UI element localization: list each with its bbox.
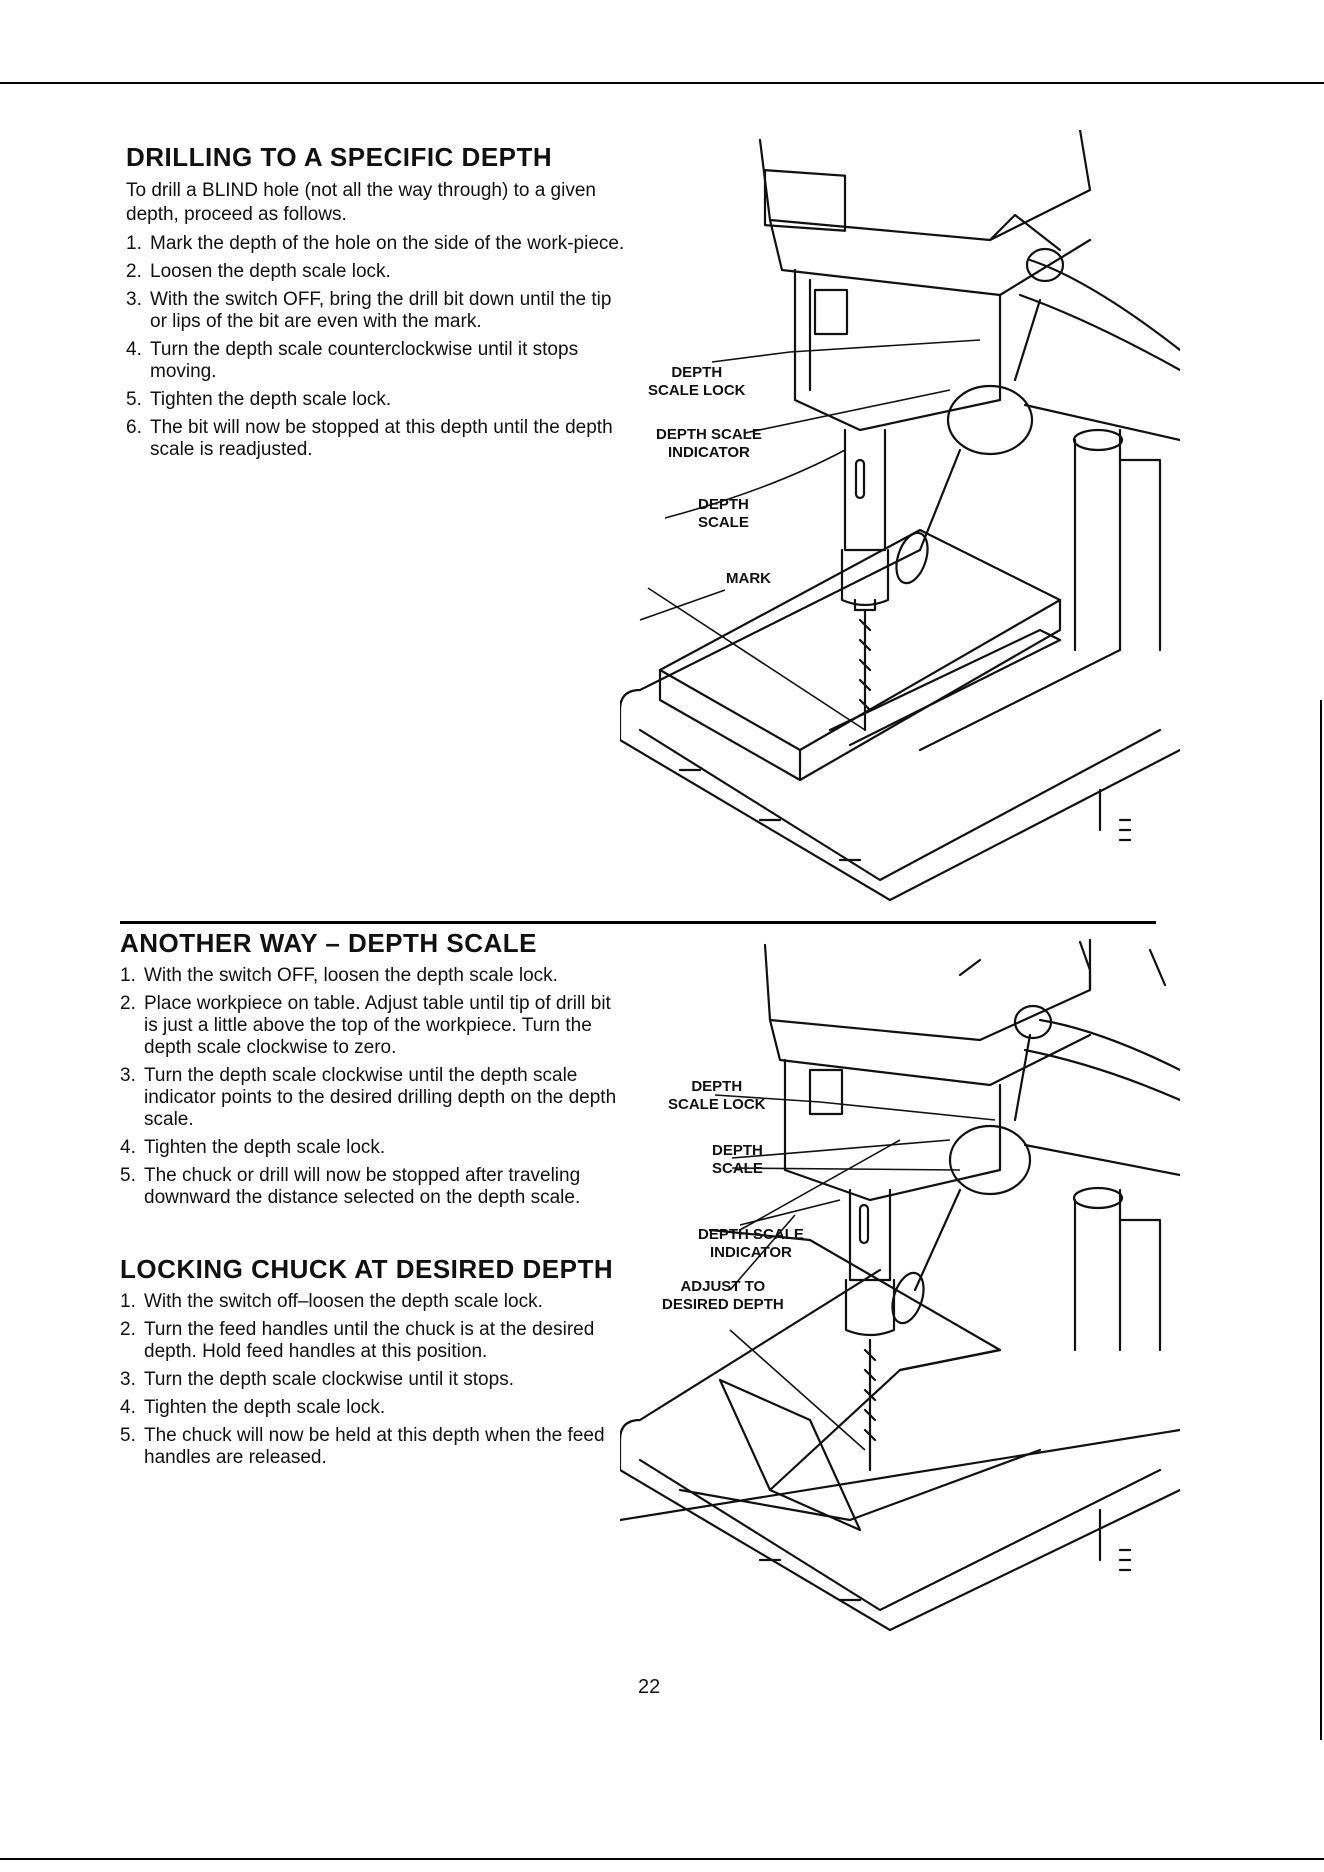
- page-number: 22: [638, 1676, 661, 1698]
- step-text: Turn the depth scale counterclockwise un…: [150, 339, 579, 382]
- right-edge-rule: [1320, 700, 1322, 1740]
- callout-line: SCALE: [698, 514, 749, 531]
- callout-depth-scale-indicator: DEPTH SCALE INDICATOR: [698, 1226, 804, 1262]
- step-list: 1. Mark the depth of the hole on the side…: [126, 233, 632, 461]
- step-text: Turn the feed handles until the chuck is…: [144, 1319, 595, 1362]
- step-text: Loosen the depth scale lock.: [150, 261, 391, 282]
- step-item: 1. With the switch off–loosen the depth s…: [120, 1291, 628, 1313]
- step-item: 4. Tighten the depth scale lock.: [120, 1137, 628, 1159]
- top-rule: [0, 82, 1324, 84]
- step-number: 1.: [120, 965, 136, 986]
- step-item: 1. With the switch OFF, loosen the depth …: [120, 965, 628, 987]
- step-text: Turn the depth scale clockwise until the…: [144, 1065, 617, 1130]
- step-number: 4.: [120, 1397, 136, 1418]
- drill-press-drawing: [620, 938, 1180, 1632]
- step-item: 3. Turn the depth scale clockwise until t…: [120, 1065, 628, 1131]
- step-item: 5. The chuck will now be held at this dep…: [120, 1425, 628, 1469]
- callout-line: DEPTH: [712, 1142, 763, 1159]
- drill-press-illustration-1: DEPTH SCALE LOCK DEPTH SCALE INDICATOR D…: [620, 130, 1180, 920]
- step-number: 2.: [120, 1319, 136, 1340]
- callout-mark: MARK: [726, 570, 771, 588]
- step-item: 1. Mark the depth of the hole on the side…: [126, 233, 632, 255]
- step-item: 6. The bit will now be stopped at this de…: [126, 417, 632, 461]
- callout-line: ADJUST TO: [680, 1278, 766, 1295]
- callout-leaders-2: [714, 1094, 996, 1451]
- step-text: Turn the depth scale clockwise until it …: [144, 1369, 514, 1390]
- callout-depth-scale: DEPTH SCALE: [698, 496, 749, 532]
- callout-line: INDICATOR: [667, 444, 750, 461]
- step-number: 1.: [126, 233, 142, 254]
- step-number: 3.: [126, 289, 142, 310]
- step-number: 2.: [120, 993, 136, 1014]
- step-number: 5.: [120, 1425, 136, 1446]
- step-number: 2.: [126, 261, 142, 282]
- step-number: 4.: [120, 1137, 136, 1158]
- callout-depth-scale-lock: DEPTH SCALE LOCK: [648, 364, 746, 400]
- callout-line: DEPTH SCALE: [656, 426, 762, 443]
- step-text: Tighten the depth scale lock.: [144, 1137, 386, 1158]
- callout-line: DEPTH: [698, 496, 749, 513]
- section-intro: To drill a BLIND hole (not all the way t…: [126, 180, 596, 225]
- step-text: The chuck will now be held at this depth…: [144, 1425, 605, 1468]
- step-item: 2. Loosen the depth scale lock.: [126, 261, 632, 283]
- callout-line: DESIRED DEPTH: [662, 1296, 784, 1313]
- callout-line: SCALE: [712, 1160, 763, 1177]
- callout-line: INDICATOR: [709, 1244, 792, 1261]
- step-item: 4. Tighten the depth scale lock.: [120, 1397, 628, 1419]
- section-locking-chuck: LOCKING CHUCK AT DESIRED DEPTH 1. With th…: [120, 1254, 628, 1475]
- step-number: 1.: [120, 1291, 136, 1312]
- callout-line: SCALE LOCK: [648, 382, 746, 399]
- step-text: Tighten the depth scale lock.: [144, 1397, 386, 1418]
- section-heading: ANOTHER WAY – DEPTH SCALE: [120, 928, 538, 958]
- step-item: 5. Tighten the depth scale lock.: [126, 389, 632, 411]
- step-list: 1. With the switch off–loosen the depth s…: [120, 1291, 628, 1469]
- step-item: 3. With the switch OFF, bring the drill b…: [126, 289, 632, 333]
- section-divider: [120, 921, 1156, 924]
- drill-press-illustration-2: DEPTH SCALE LOCK DEPTH SCALE DEPTH SCALE…: [620, 930, 1180, 1670]
- callout-line: DEPTH SCALE: [698, 1226, 804, 1243]
- section-heading: LOCKING CHUCK AT DESIRED DEPTH: [120, 1254, 614, 1284]
- step-number: 4.: [126, 339, 142, 360]
- callout-line: DEPTH: [691, 1078, 743, 1095]
- step-text: With the switch OFF, loosen the depth sc…: [144, 965, 558, 986]
- bottom-rule: [0, 1858, 1324, 1860]
- step-number: 6.: [126, 417, 142, 438]
- step-item: 4. Turn the depth scale counterclockwise …: [126, 339, 632, 383]
- step-list: 1. With the switch OFF, loosen the depth …: [120, 965, 628, 1209]
- step-item: 2. Turn the feed handles until the chuck …: [120, 1319, 628, 1363]
- step-number: 5.: [120, 1165, 136, 1186]
- callout-adjust-to-desired-depth: ADJUST TO DESIRED DEPTH: [662, 1278, 784, 1314]
- step-item: 3. Turn the depth scale clockwise until i…: [120, 1369, 628, 1391]
- step-number: 3.: [120, 1065, 136, 1086]
- step-text: With the switch OFF, bring the drill bit…: [150, 289, 612, 332]
- step-text: The chuck or drill will now be stopped a…: [144, 1165, 581, 1208]
- step-item: 2. Place workpiece on table. Adjust table…: [120, 993, 628, 1059]
- drill-press-drawing: [620, 130, 1180, 902]
- step-number: 5.: [126, 389, 142, 410]
- callout-depth-scale-lock: DEPTH SCALE LOCK: [668, 1078, 766, 1114]
- callout-line: SCALE LOCK: [668, 1096, 766, 1113]
- section-heading: DRILLING TO A SPECIFIC DEPTH: [126, 142, 553, 172]
- step-text: Place workpiece on table. Adjust table u…: [144, 993, 611, 1058]
- step-text: Mark the depth of the hole on the side o…: [150, 233, 625, 254]
- callout-leaders-1: [639, 339, 981, 731]
- step-text: With the switch off–loosen the depth sca…: [144, 1291, 543, 1312]
- callout-depth-scale-indicator: DEPTH SCALE INDICATOR: [656, 426, 762, 462]
- step-text: The bit will now be stopped at this dept…: [150, 417, 613, 460]
- section-drilling-specific-depth: DRILLING TO A SPECIFIC DEPTH To drill a …: [126, 142, 632, 467]
- callout-depth-scale: DEPTH SCALE: [712, 1142, 763, 1178]
- callout-line: MARK: [726, 570, 771, 587]
- section-another-way-depth-scale: ANOTHER WAY – DEPTH SCALE 1. With the swi…: [120, 928, 628, 1215]
- step-number: 3.: [120, 1369, 136, 1390]
- callout-line: DEPTH: [671, 364, 723, 381]
- step-text: Tighten the depth scale lock.: [150, 389, 392, 410]
- step-item: 5. The chuck or drill will now be stopped…: [120, 1165, 628, 1209]
